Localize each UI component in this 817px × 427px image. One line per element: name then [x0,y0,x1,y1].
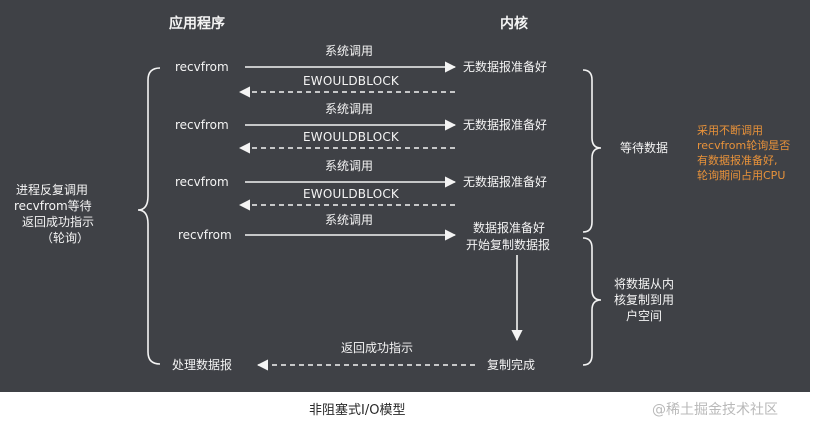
syscall-label-2: 系统调用 [325,102,374,116]
recvfrom-label-1: recvfrom [175,60,229,74]
watermark: @稀土掘金技术社区 [652,402,778,418]
no-data-label-1: 无数据报准备好 [463,60,548,74]
wait-data-label: 等待数据 [620,141,669,155]
return-success-label: 返回成功指示 [341,341,414,355]
bottom-strip [0,392,817,427]
left-note-line-1: 进程反复调用 [16,183,89,197]
wait-brace [582,69,602,233]
left-note-line-2: recvfrom等待 [14,199,92,213]
ewouldblock-label-3: EWOULDBLOCK [303,187,399,201]
copy-note-line-2: 核复制到用 [614,293,675,307]
kernel-header: 内核 [500,16,528,32]
syscall-label-1: 系统调用 [325,44,374,58]
syscall-label-4: 系统调用 [325,213,374,227]
left-note-line-4: （轮询） [41,231,90,245]
recvfrom-label-3: recvfrom [175,175,229,189]
ewouldblock-label-1: EWOULDBLOCK [303,74,399,88]
syscall-label-3: 系统调用 [325,159,374,173]
no-data-label-3: 无数据报准备好 [463,175,548,189]
orange-note-line-4: 轮询期间占用CPU [697,169,786,182]
recvfrom-label-4: recvfrom [178,228,232,242]
ewouldblock-label-2: EWOULDBLOCK [303,130,399,144]
recvfrom-label-2: recvfrom [175,118,229,132]
data-ready-label: 数据报准备好 [473,221,546,235]
copy-done-label: 复制完成 [487,358,536,372]
start-copy-label: 开始复制数据报 [466,238,551,252]
left-note-line-3: 返回成功指示 [22,215,95,229]
process-data-label: 处理数据报 [172,358,233,372]
copy-brace [582,237,602,366]
copy-note-line-1: 将数据从内 [614,277,675,291]
orange-note-line-1: 采用不断调用 [697,124,763,137]
copy-note-line-3: 户空间 [626,309,663,323]
orange-note-line-2: recvfrom轮询是否 [697,139,791,152]
no-data-label-2: 无数据报准备好 [463,118,548,132]
orange-note-line-3: 有数据报准备好, [697,154,778,167]
diagram-caption: 非阻塞式I/O模型 [309,403,406,418]
diagram-canvas [0,0,810,392]
left-brace [137,67,161,365]
app-header: 应用程序 [169,16,225,32]
